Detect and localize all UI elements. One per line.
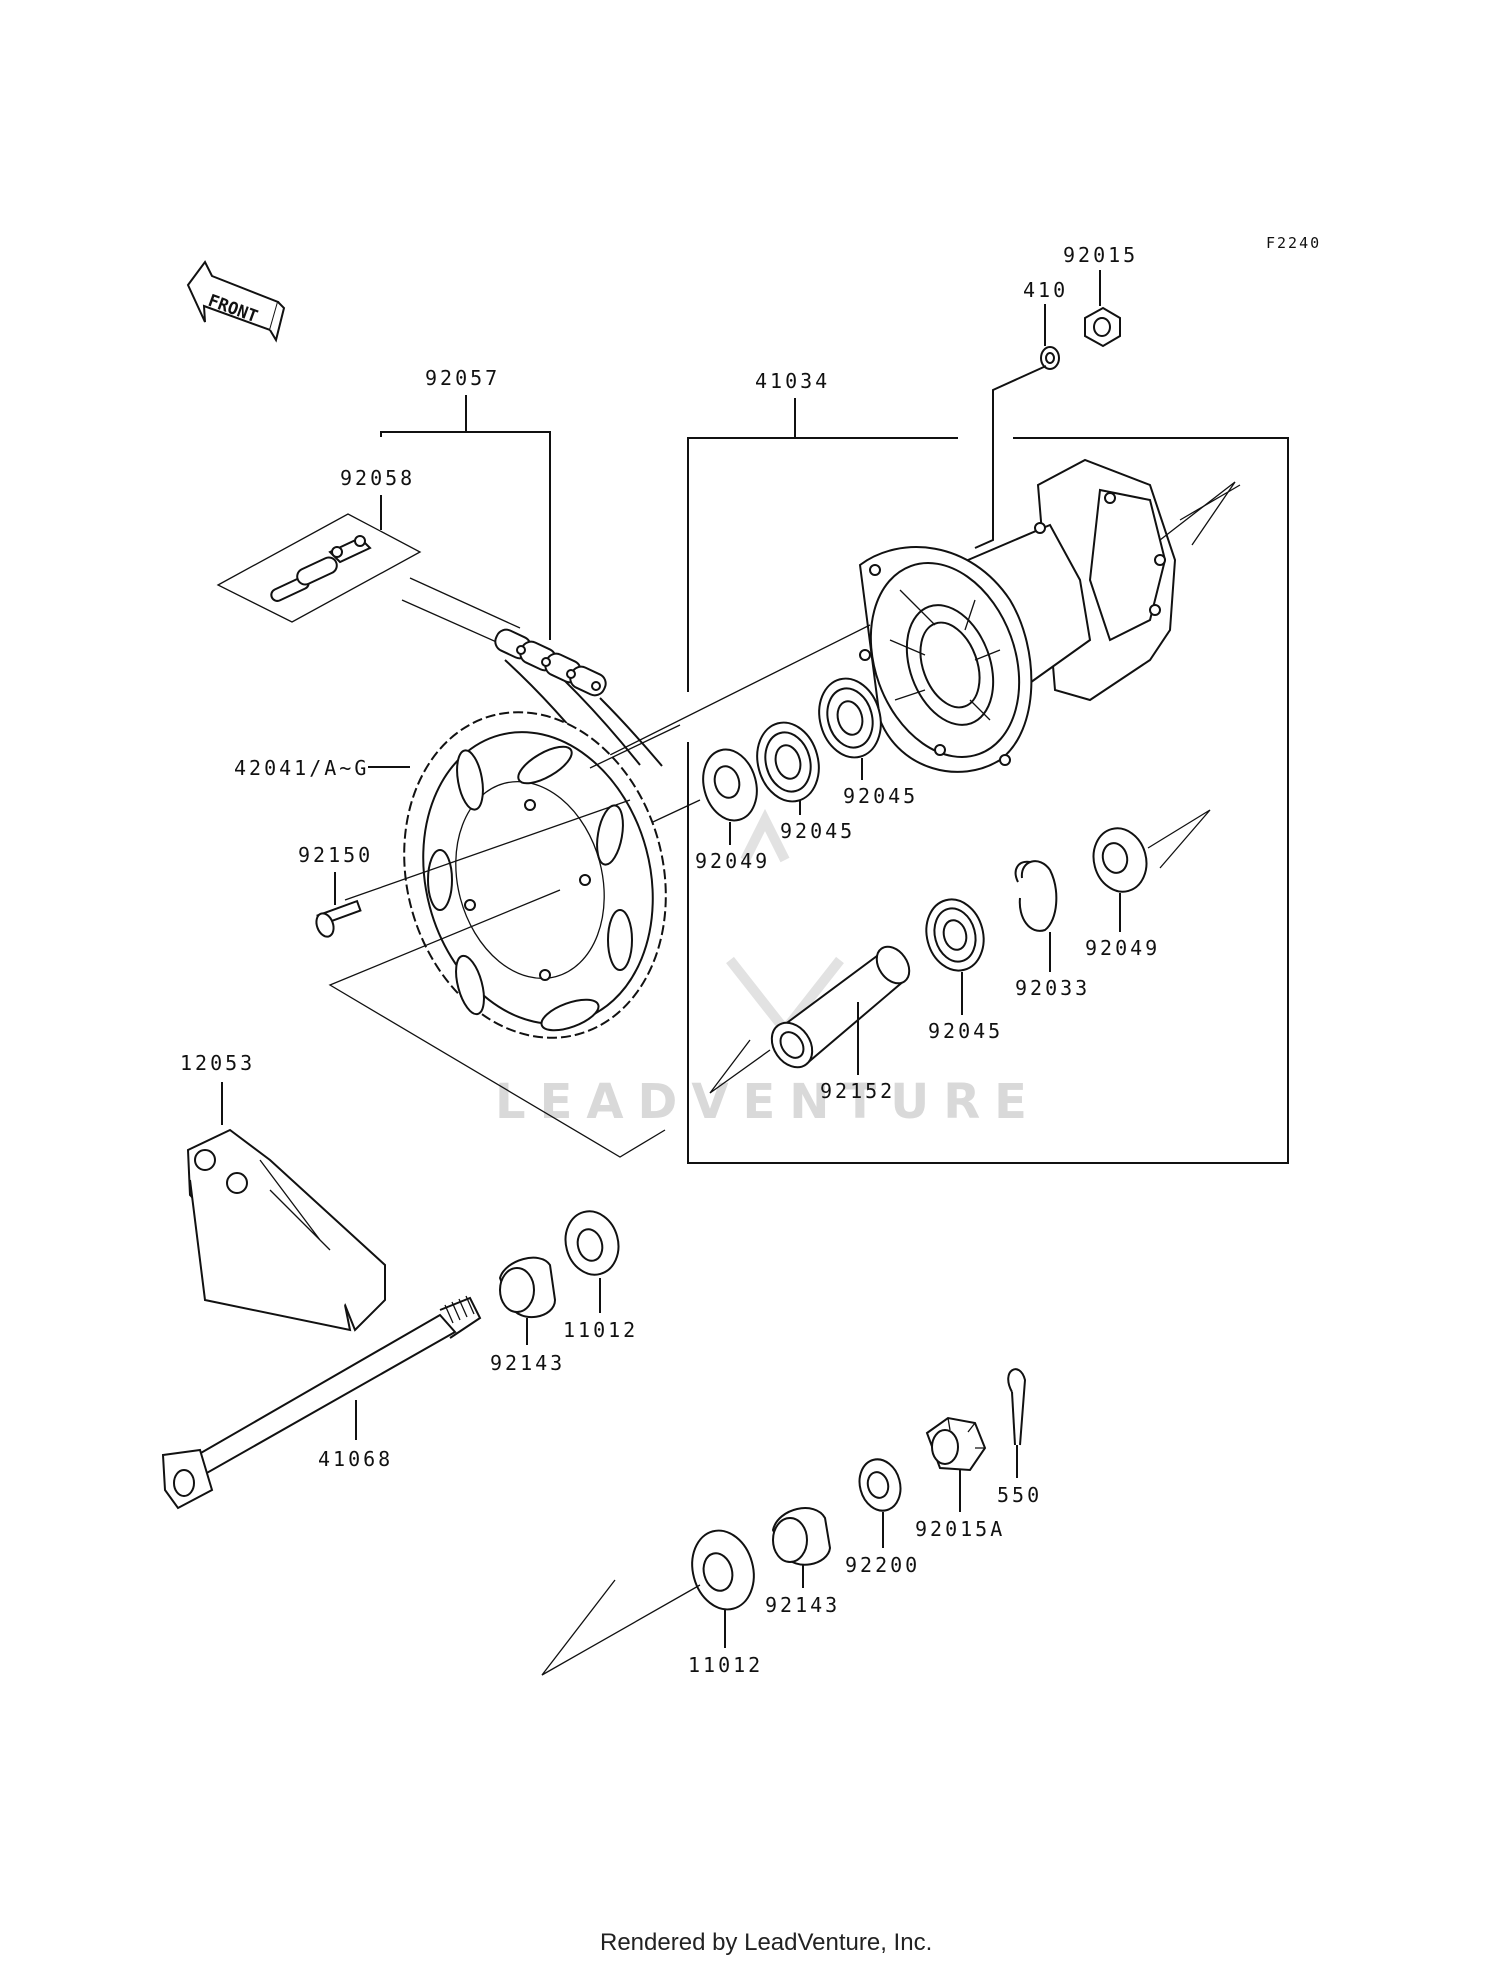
circlip-92033 (1014, 860, 1058, 932)
label-42041: 42041/A~G (234, 756, 369, 780)
label-12053: 12053 (180, 1051, 255, 1075)
master-link-kit (216, 513, 422, 623)
label-41068: 41068 (318, 1447, 393, 1471)
cotter-pin-550 (1007, 1368, 1027, 1446)
nut-92015 (1084, 306, 1121, 348)
bearing-92045-c (925, 898, 985, 972)
collar-92143-a (498, 1256, 557, 1319)
label-92058: 92058 (340, 466, 415, 490)
figure-id: F2240 (1266, 234, 1321, 252)
label-92045-lower: 92045 (780, 819, 855, 843)
label-92049-right: 92049 (1085, 936, 1160, 960)
seal-92049-a (702, 748, 758, 822)
label-92045-upper: 92045 (843, 784, 918, 808)
collar-11012-a (564, 1210, 620, 1276)
label-550: 550 (997, 1483, 1042, 1507)
label-11012-upper: 11012 (563, 1318, 638, 1342)
bolt-92150 (315, 799, 631, 938)
front-arrow-icon: FRONT (186, 260, 286, 343)
label-92033: 92033 (1015, 976, 1090, 1000)
drive-chain (401, 577, 663, 791)
bearing-92045-b (818, 677, 882, 759)
bearing-92045-a (756, 721, 820, 803)
axle-41068 (161, 1295, 482, 1510)
label-92057: 92057 (425, 366, 500, 390)
watermark: LEADVENTURE (495, 808, 1041, 1130)
label-92015: 92015 (1063, 243, 1138, 267)
label-92200: 92200 (845, 1553, 920, 1577)
washer-92200 (858, 1458, 902, 1512)
rear-sprocket (403, 711, 667, 1039)
label-41034: 41034 (755, 369, 830, 393)
label-92015A: 92015A (915, 1517, 1005, 1541)
label-92045-right: 92045 (928, 1019, 1003, 1043)
watermark-text: LEADVENTURE (495, 1074, 1041, 1130)
label-410: 410 (1023, 278, 1068, 302)
collar-92143-b (771, 1507, 832, 1566)
label-92152: 92152 (820, 1079, 895, 1103)
label-92143-upper: 92143 (490, 1351, 565, 1375)
label-92049-left: 92049 (695, 849, 770, 873)
footer-credit: Rendered by LeadVenture, Inc. (600, 1929, 932, 1956)
hub-assembly-box (687, 398, 1289, 1164)
seal-92049-b (1092, 827, 1148, 893)
label-92143-lower: 92143 (765, 1593, 840, 1617)
spacer-92152 (770, 945, 911, 1069)
collar-11012-b (691, 1529, 755, 1611)
label-92150: 92150 (298, 843, 373, 867)
rear-hub (858, 458, 1177, 773)
castle-nut-92015A (925, 1416, 987, 1472)
chain-guide-12053 (186, 1128, 386, 1332)
label-11012-lower: 11012 (688, 1653, 763, 1677)
